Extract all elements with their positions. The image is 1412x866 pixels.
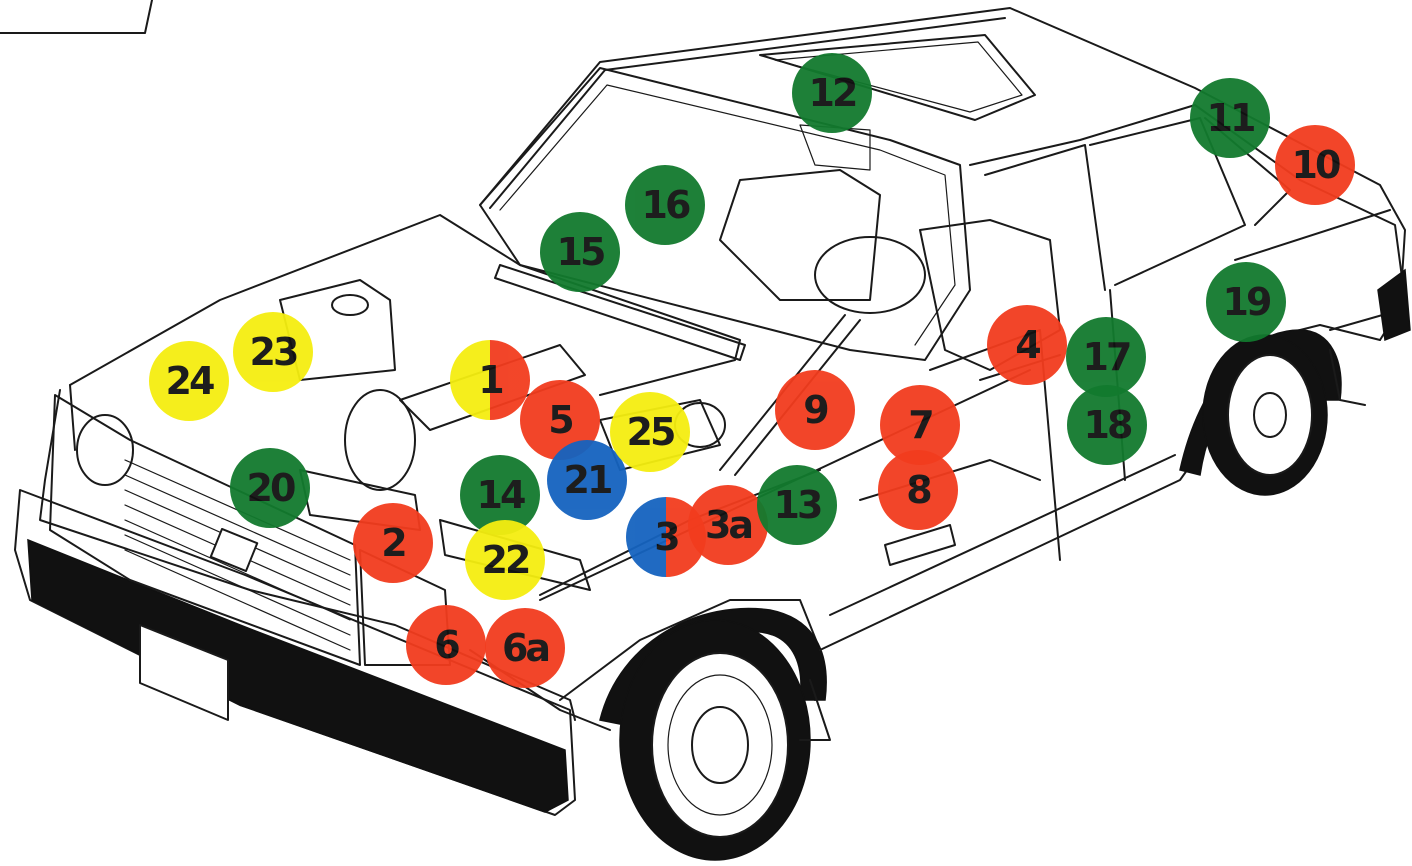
marker-14: 14 [460,455,540,535]
marker-label: 2 [381,521,408,565]
marker-19: 19 [1206,262,1286,342]
marker-16: 16 [625,165,705,245]
rear-side-window [1089,117,1246,286]
steering-wheel [814,236,926,314]
marker-3a: 3a [688,485,768,565]
driver-seat [719,169,881,301]
marker-label: 25 [626,410,677,454]
marker-label: 12 [808,71,859,115]
marker-label: 15 [556,230,607,274]
rear-rim [1227,354,1313,476]
fan [344,389,416,491]
rear-bumper [1377,268,1411,342]
marker-6: 6 [406,605,486,685]
marker-24: 24 [149,341,229,421]
cowl-grille [494,264,746,361]
frame-corner [0,0,153,34]
marker-21: 21 [547,440,627,520]
marker-label: 18 [1083,403,1134,447]
marker-25: 25 [610,392,690,472]
sunroof [759,34,1036,121]
marker-label: 21 [563,458,614,502]
marker-9: 9 [775,370,855,450]
marker-label: 14 [476,473,527,517]
marker-8: 8 [878,450,958,530]
marker-label: 10 [1291,143,1342,187]
marker-label: 7 [908,403,935,447]
marker-label: 23 [249,330,300,374]
marker-10: 10 [1275,125,1355,205]
grille-frame [49,394,361,666]
grille-emblem [209,527,259,573]
hood [69,214,741,396]
marker-label: 3a [704,503,754,547]
front-rim [651,652,789,838]
marker-label: 13 [773,483,824,527]
marker-13: 13 [757,465,837,545]
marker-label: 4 [1015,323,1042,367]
marker-label: 5 [548,398,575,442]
marker-23: 23 [233,312,313,392]
marker-label: 6 [434,623,461,667]
headlight-left [76,414,134,486]
marker-label: 20 [246,466,297,510]
marker-15: 15 [540,212,620,292]
marker-label: 22 [481,538,532,582]
marker-18: 18 [1067,385,1147,465]
marker-22: 22 [465,520,545,600]
marker-20: 20 [230,448,310,528]
marker-17: 17 [1066,317,1146,397]
front-bumper [14,489,576,816]
marker-label: 17 [1082,335,1133,379]
marker-1: 1 [450,340,530,420]
marker-label: 16 [641,183,692,227]
license-plate [139,624,229,721]
marker-label: 11 [1206,96,1257,140]
marker-label: 19 [1222,280,1273,324]
marker-12: 12 [792,53,872,133]
marker-label: 24 [165,359,216,403]
marker-label: 6a [501,626,551,670]
windshield [479,67,971,361]
marker-2: 2 [353,503,433,583]
marker-4: 4 [987,305,1067,385]
marker-6a: 6a [485,608,565,688]
marker-label: 3 [654,515,681,559]
marker-label: 1 [478,358,505,402]
marker-11: 11 [1190,78,1270,158]
marker-label: 8 [906,468,933,512]
bumper-rubber [27,538,569,813]
marker-label: 9 [803,388,830,432]
